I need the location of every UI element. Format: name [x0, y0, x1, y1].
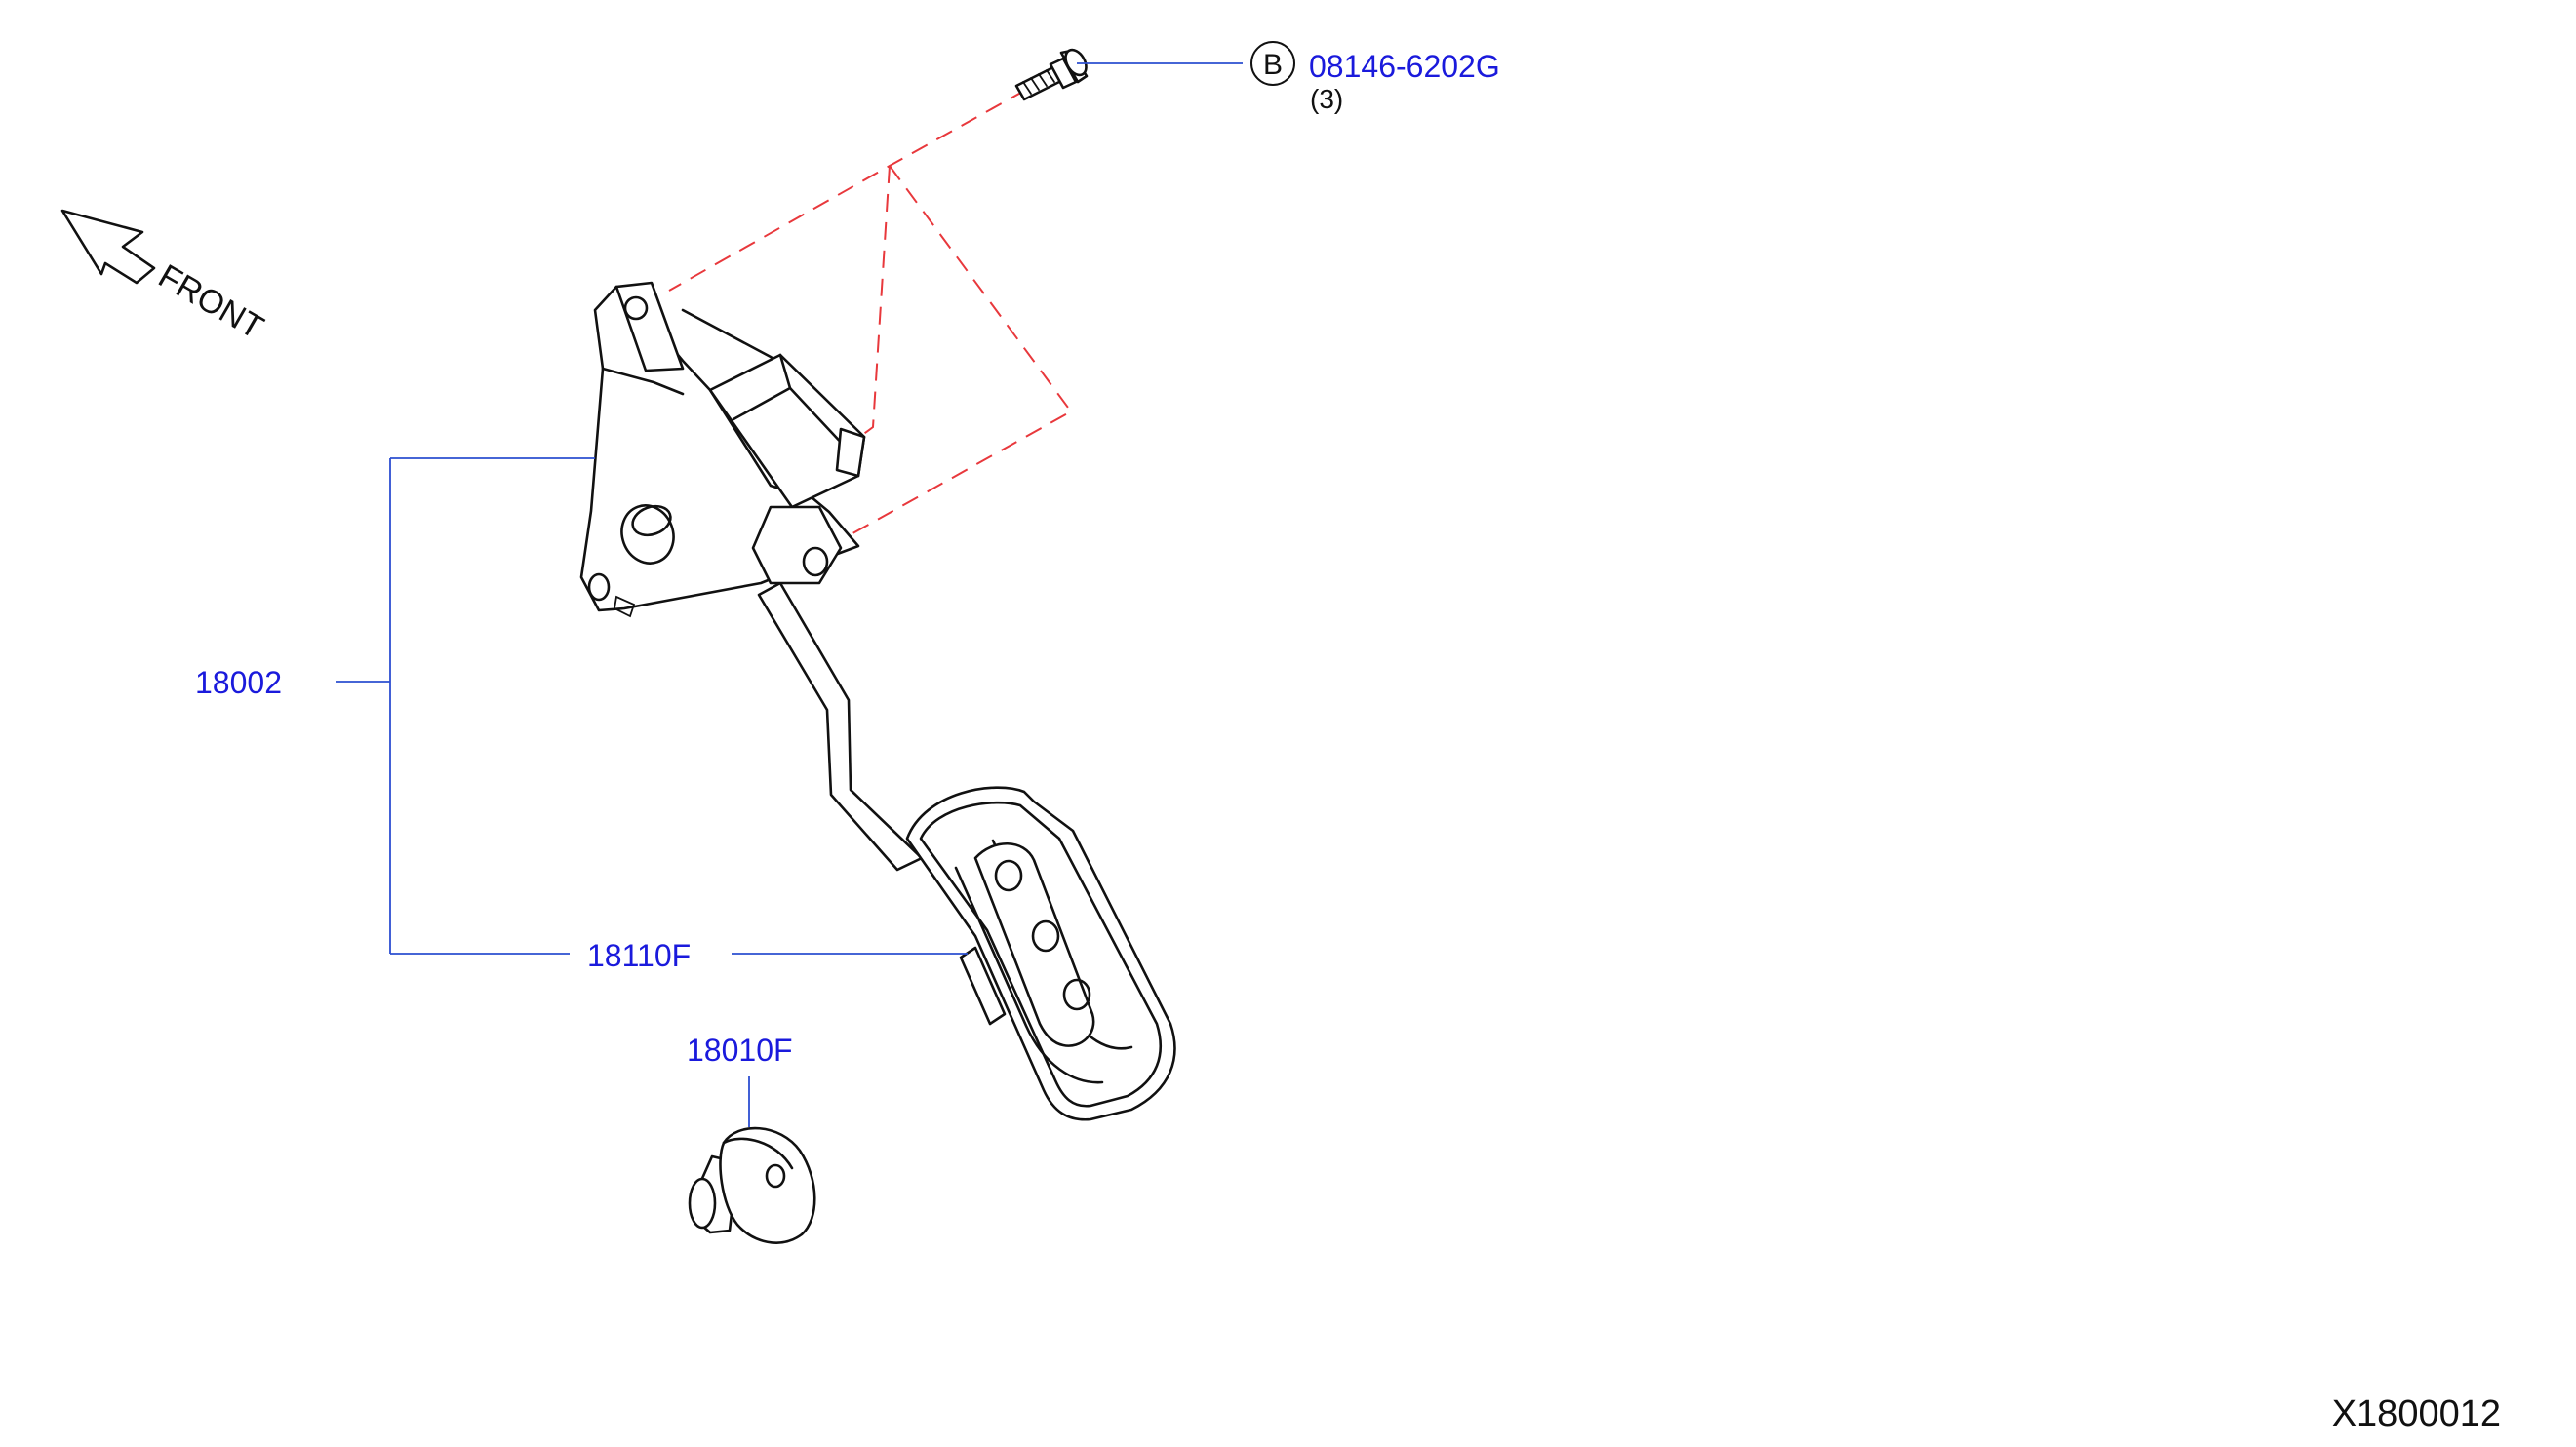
- bolt-quantity: (3): [1310, 84, 1343, 114]
- pedal-pad[interactable]: [905, 786, 1176, 1121]
- front-arrow-icon: [60, 209, 156, 285]
- bolt-part-number[interactable]: 08146-6202G: [1309, 49, 1500, 84]
- mounting-bolt[interactable]: [1014, 46, 1090, 101]
- front-direction-indicator: FRONT: [60, 209, 269, 346]
- pedal-pad-part-number[interactable]: 18110F: [587, 938, 691, 973]
- front-label: FRONT: [152, 257, 269, 346]
- pedal-stopper[interactable]: [688, 1126, 816, 1244]
- pedal-assembly-part-number[interactable]: 18002: [195, 665, 282, 700]
- accelerator-pedal-assembly[interactable]: [579, 281, 924, 872]
- bolt-reference-badge: B: [1250, 41, 1295, 86]
- callout-leaders: [336, 457, 968, 1127]
- stopper-part-number[interactable]: 18010F: [687, 1033, 793, 1068]
- diagram-id: X1800012: [2332, 1393, 2501, 1434]
- bolt-reference-letter: B: [1263, 49, 1283, 81]
